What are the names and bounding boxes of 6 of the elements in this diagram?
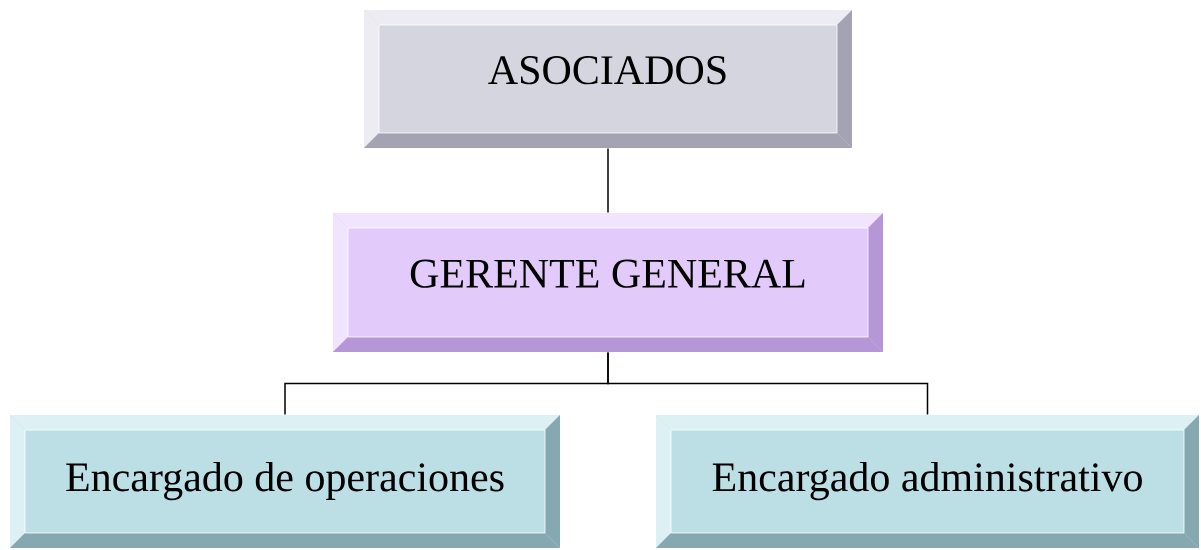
beveled-box: ASOCIADOS xyxy=(364,10,852,148)
beveled-box: Encargado de operaciones xyxy=(10,415,560,548)
beveled-box: Encargado administrativo xyxy=(656,415,1199,548)
connector-line xyxy=(607,351,929,416)
connector-line xyxy=(607,147,609,214)
beveled-box: GERENTE GENERAL xyxy=(333,213,883,352)
